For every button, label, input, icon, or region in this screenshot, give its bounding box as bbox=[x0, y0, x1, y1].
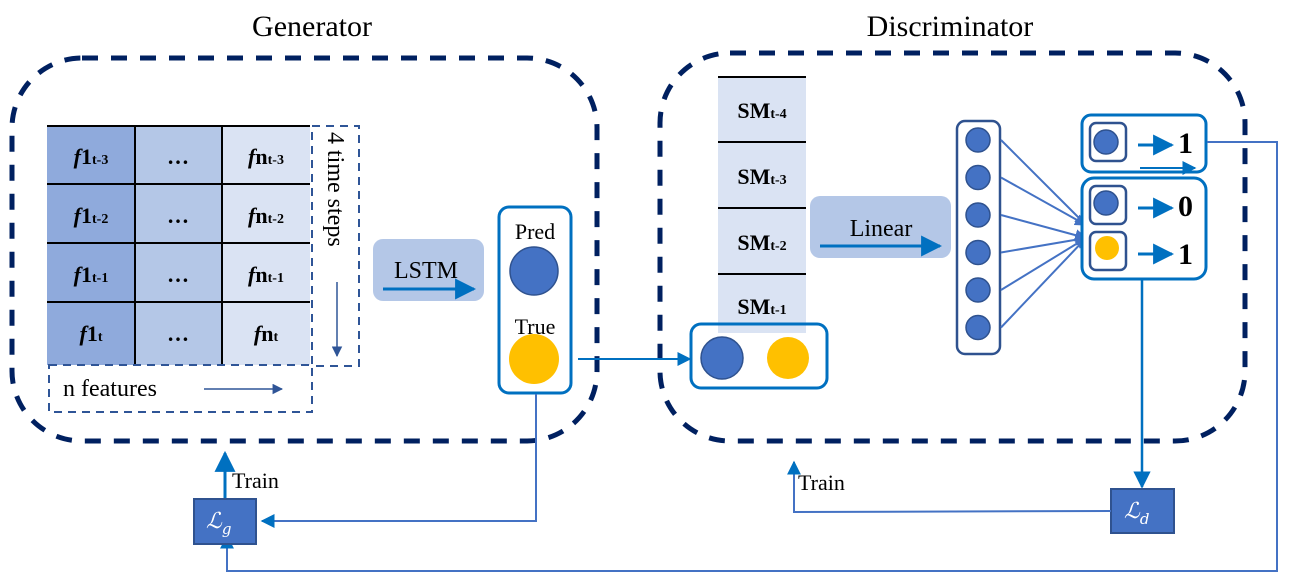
feature-cell: f1t-1 bbox=[74, 262, 109, 287]
hidden-node bbox=[965, 239, 991, 266]
hidden-node bbox=[965, 164, 991, 191]
features-box bbox=[48, 364, 313, 413]
feature-cell: fnt-3 bbox=[248, 144, 284, 169]
sm-cell-label: SMt-1 bbox=[737, 294, 786, 319]
pred-node bbox=[509, 246, 559, 296]
hidden-node bbox=[965, 277, 991, 303]
feature-cell: … bbox=[167, 262, 189, 287]
hidden-node bbox=[965, 314, 991, 341]
linear-label: Linear bbox=[850, 216, 913, 242]
sm-cell-label: SMt-2 bbox=[737, 230, 786, 255]
discriminator-input-pred-node bbox=[700, 336, 744, 380]
generator-boundary bbox=[9, 55, 600, 444]
feature-cell: fnt-2 bbox=[248, 203, 284, 228]
true-node bbox=[509, 334, 559, 384]
linear-block bbox=[810, 196, 951, 258]
output-real-node bbox=[1095, 236, 1119, 260]
hidden-edge bbox=[1000, 237, 1088, 291]
feature-column-ellipsis bbox=[135, 125, 222, 365]
discriminator-boundary bbox=[657, 50, 1248, 444]
discriminator-input-box bbox=[689, 322, 829, 390]
time-steps-box bbox=[311, 125, 360, 367]
feature-cell: … bbox=[167, 144, 189, 169]
feature-cell: … bbox=[167, 203, 189, 228]
output-fake-node bbox=[1093, 190, 1119, 216]
prediction-to-generator-loss-arrow bbox=[260, 394, 537, 528]
discriminator-train-label: Train bbox=[798, 470, 845, 495]
feature-column-1 bbox=[47, 125, 135, 365]
sm-stack bbox=[718, 76, 806, 333]
hidden-edge bbox=[1000, 176, 1088, 226]
time-steps-label: 4 time steps bbox=[322, 132, 348, 247]
generator-loss-label: ℒg bbox=[206, 509, 231, 538]
discriminator-title: Discriminator bbox=[867, 10, 1034, 43]
features-label: n features bbox=[63, 376, 157, 402]
generator-loss-box bbox=[193, 498, 257, 545]
generator-adversarial-feedback-line bbox=[220, 141, 1278, 572]
feature-cell: fnt bbox=[254, 321, 279, 346]
lstm-label: LSTM bbox=[394, 258, 458, 284]
discriminator-loss-box bbox=[1110, 488, 1175, 534]
output-target-fake: 0 bbox=[1178, 190, 1193, 223]
generator-train-label: Train bbox=[232, 468, 279, 493]
feature-cell: f1t-2 bbox=[74, 203, 109, 228]
sm-cell-label: SMt-4 bbox=[737, 98, 786, 123]
pred-label: Pred bbox=[515, 219, 555, 244]
discriminator-loss-label: ℒd bbox=[1124, 499, 1149, 528]
output-target-real: 1 bbox=[1178, 238, 1193, 271]
generator-title: Generator bbox=[252, 10, 372, 43]
feature-cell: … bbox=[167, 321, 189, 346]
discriminator-train-arrow bbox=[787, 460, 1112, 514]
discriminator-input-true-node bbox=[767, 337, 809, 379]
hidden-node bbox=[965, 127, 991, 153]
hidden-edge bbox=[1000, 233, 1088, 254]
hidden-node bbox=[965, 202, 991, 228]
hidden-edge bbox=[1000, 139, 1087, 226]
output-pred-node bbox=[1093, 129, 1119, 155]
feature-column-n bbox=[222, 125, 310, 365]
feature-grid bbox=[47, 125, 310, 365]
feature-cell: f1t-3 bbox=[74, 144, 109, 169]
hidden-edge bbox=[1000, 214, 1088, 241]
sm-cell-label: SMt-3 bbox=[737, 164, 786, 189]
feature-cell: f1t bbox=[80, 321, 103, 346]
output-target-top: 1 bbox=[1178, 127, 1193, 160]
hidden-edge bbox=[1000, 237, 1087, 329]
feature-cell: fnt-1 bbox=[248, 262, 284, 287]
